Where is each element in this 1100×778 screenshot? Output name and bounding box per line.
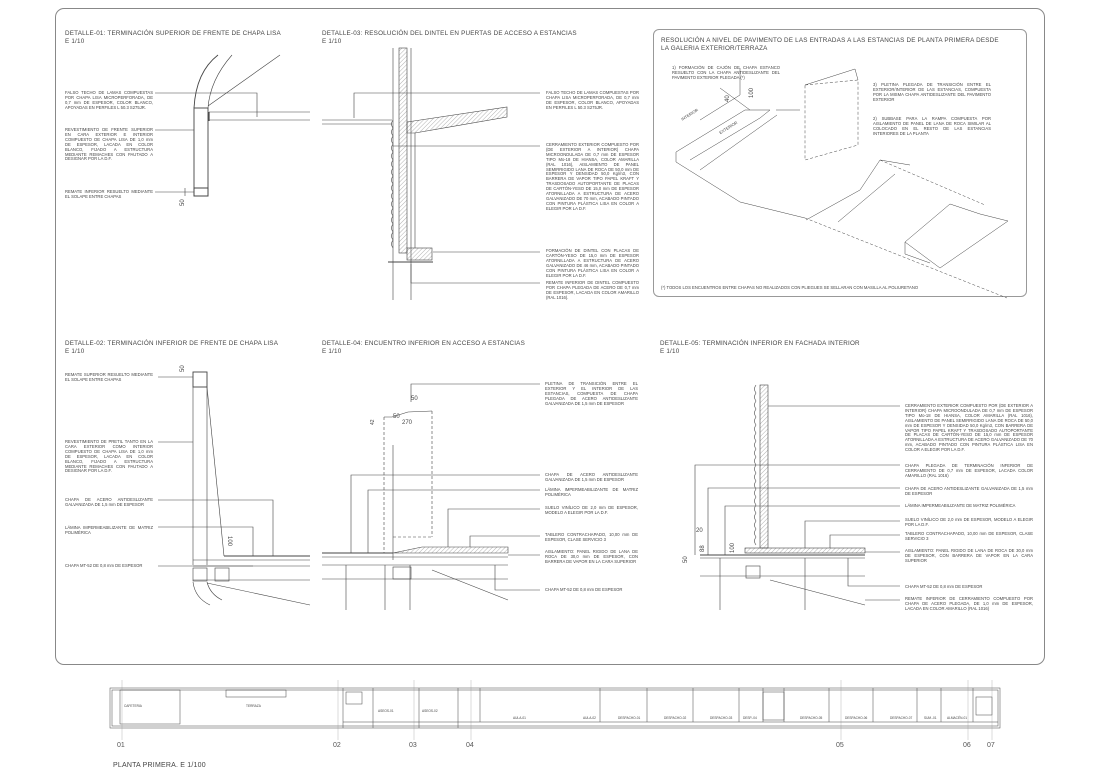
iso-note: 3) PLETINA PLEGADA DE TRANSICIÓN ENTRE E…	[873, 82, 991, 102]
detail-02-drawing	[158, 371, 311, 606]
dimension-label: 100	[730, 542, 736, 553]
detail-03-note: REMATE INFERIOR DE DINTEL COMPUESTO POR …	[546, 280, 639, 300]
grid-axis-label: 02	[333, 742, 341, 749]
detail-05-note: TABLERO CONTRACHAPADO, 10,00 mm DE ESPES…	[905, 531, 1033, 541]
room-label: DESPACHO-01	[618, 716, 641, 720]
dimension-label: 50	[393, 414, 400, 420]
detail-05-note: CHAPA DE ACERO ANTIDESLIZANTE GALVANIZAD…	[905, 486, 1033, 496]
dimension-label: 50	[683, 556, 689, 563]
detail-02-note: LÁMINA IMPERMEABILIZANTE DE MATRIZ POLIM…	[65, 525, 153, 535]
detail-05-note: AISLAMIENTO: PANEL RIGIDO DE LANA DE ROC…	[905, 548, 1033, 563]
detail-04-note: PLETINA DE TRANSICIÓN ENTRE EL EXTERIOR …	[545, 381, 638, 406]
detail-02-note: CHAPA DE ACERO ANTIDESLIZANTE GALVANIZAD…	[65, 497, 153, 507]
room-label: TERRAZA	[246, 704, 261, 708]
room-label: SUM.-01	[924, 716, 937, 720]
detail-05-drawing	[694, 384, 900, 610]
detail-03-drawing	[322, 47, 540, 300]
room-label: AULA-02	[583, 716, 596, 720]
detail-02-note: REVESTIMIENTO DE PRETIL TANTO EN LA CARA…	[65, 439, 153, 474]
dimension-label: 50	[411, 396, 418, 402]
detail-05-note: CHAPA MT-52 DE 0,8 mm DE ESPESOR	[905, 584, 983, 589]
detail-02-note: CHAPA MT-52 DE 0,8 mm DE ESPESOR	[65, 563, 143, 568]
sheet-frame	[55, 8, 1045, 665]
room-label: CAFETERIA	[124, 704, 142, 708]
dimension-label: 100	[226, 536, 232, 547]
room-label: DESPACHO-07	[890, 716, 913, 720]
iso-note: 1) FORMACIÓN DE CAJÓN DE CHAPA ESTANCO R…	[672, 65, 780, 80]
grid-axis-label: 03	[409, 742, 417, 749]
detail-03-note: FALSO TECHO DE LAMAS COMPUESTAS POR CHAP…	[546, 90, 639, 110]
dimension-label: 100	[749, 87, 755, 98]
grid-axis-label: 06	[963, 742, 971, 749]
dimension-label: 40	[725, 95, 731, 102]
detail-04-note: SUELO VINÍLICO DE 2,0 mm DE ESPESOR, MOD…	[545, 505, 638, 515]
room-label: DESPACHO-03	[710, 716, 733, 720]
dimension-label: 270	[402, 420, 413, 426]
grid-axis-label: 05	[836, 742, 844, 749]
detail-01-note: FALSO TECHO DE LAMAS COMPUESTAS POR CHAP…	[65, 90, 153, 110]
detail-03-title: DETALLE-03: RESOLUCIÓN DEL DINTEL EN PUE…	[322, 30, 577, 45]
detail-02-title: DETALLE-02: TERMINACIÓN INFERIOR DE FREN…	[65, 340, 279, 355]
detail-05-note: REMATE INFERIOR DE CERRAMIENTO COMPUESTO…	[905, 596, 1033, 611]
iso-footnote: (*) TODOS LOS ENCUENTROS ENTRE CHAPAS NO…	[661, 285, 919, 290]
room-label: AULA-01	[513, 716, 526, 720]
dimension-label: 50	[180, 199, 186, 206]
detail-01-title: DETALLE-01: TERMINACIÓN SUPERIOR DE FREN…	[65, 30, 281, 45]
room-label: DESPACHO-02	[664, 716, 687, 720]
detail-03-note: FORMACIÓN DE DINTEL CON PLACAS DE CARTÓN…	[546, 248, 639, 278]
grid-axis-label: 01	[117, 742, 125, 749]
detail-05-title: DETALLE-05: TERMINACIÓN INFERIOR EN FACH…	[660, 340, 860, 355]
detail-04-note: LÁMINA IMPERMEABILIZANTE DE MATRIZ POLIM…	[545, 487, 638, 497]
iso-note: 2) SUBBASE PARA LA RAMPA COMPUESTA POR A…	[873, 116, 991, 136]
detail-02-note: REMATE SUPERIOR RESUELTO MEDIANTE EL SOL…	[65, 372, 153, 382]
detail-04-note: CHAPA MT-52 DE 0,8 mm DE ESPESOR	[545, 587, 623, 592]
room-label: ALMACÉN-01	[947, 716, 968, 720]
detail-04-drawing	[322, 383, 540, 610]
room-label: DESP.-04	[743, 716, 757, 720]
isometric-title: RESOLUCIÓN A NIVEL DE PAVIMENTO DE LAS E…	[661, 37, 999, 52]
floor-plan-drawing	[109, 680, 1001, 740]
detail-01-note: REMATE INFERIOR RESUELTO MEDIANTE EL SOL…	[65, 189, 153, 199]
detail-04-note: TABLERO CONTRACHAPADO, 10,00 mm DE ESPES…	[545, 532, 638, 542]
detail-05-note: CERRAMIENTO EXTERIOR COMPUESTO POR (DE E…	[905, 403, 1033, 453]
dimension-label: 50	[180, 365, 186, 372]
grid-axis-label: 07	[987, 742, 995, 749]
dimension-label: 42	[370, 419, 376, 425]
detail-05-note: CHAPA PLEGADA DE TERMINACIÓN INFERIOR DE…	[905, 463, 1033, 478]
dimension-label: 88	[700, 545, 706, 552]
plan-title: PLANTA PRIMERA. E 1/100	[113, 762, 206, 769]
detail-04-title: DETALLE-04: ENCUENTRO INFERIOR EN ACCESO…	[322, 340, 525, 355]
room-label: DESPACHO-06	[845, 716, 868, 720]
detail-01-drawing	[155, 54, 310, 197]
detail-03-note: CERRAMIENTO EXTERIOR COMPUESTO POR (DE E…	[546, 142, 639, 211]
isometric-drawing	[675, 68, 1009, 299]
room-label: ASEOS-02	[422, 709, 438, 713]
detail-04-note: CHAPA DE ACERO ANTIDESLIZANTE GALVANIZAD…	[545, 472, 638, 482]
detail-05-note: SUELO VINÍLICO DE 2,0 mm DE ESPESOR, MOD…	[905, 517, 1033, 527]
grid-axis-label: 04	[466, 742, 474, 749]
isometric-panel	[653, 29, 1027, 297]
detail-05-note: LÁMINA IMPERMEABILIZANTE DE MATRIZ POLIM…	[905, 503, 1016, 508]
detail-01-note: REVESTIMIENTO DE FRENTE SUPERIOR EN CARA…	[65, 127, 153, 162]
detail-04-note: AISLAMIENTO: PANEL RIGIDO DE LANA DE ROC…	[545, 549, 638, 564]
dimension-label: 20	[696, 528, 703, 534]
room-label: ASEOS-01	[378, 709, 394, 713]
room-label: DESPACHO-05	[800, 716, 823, 720]
